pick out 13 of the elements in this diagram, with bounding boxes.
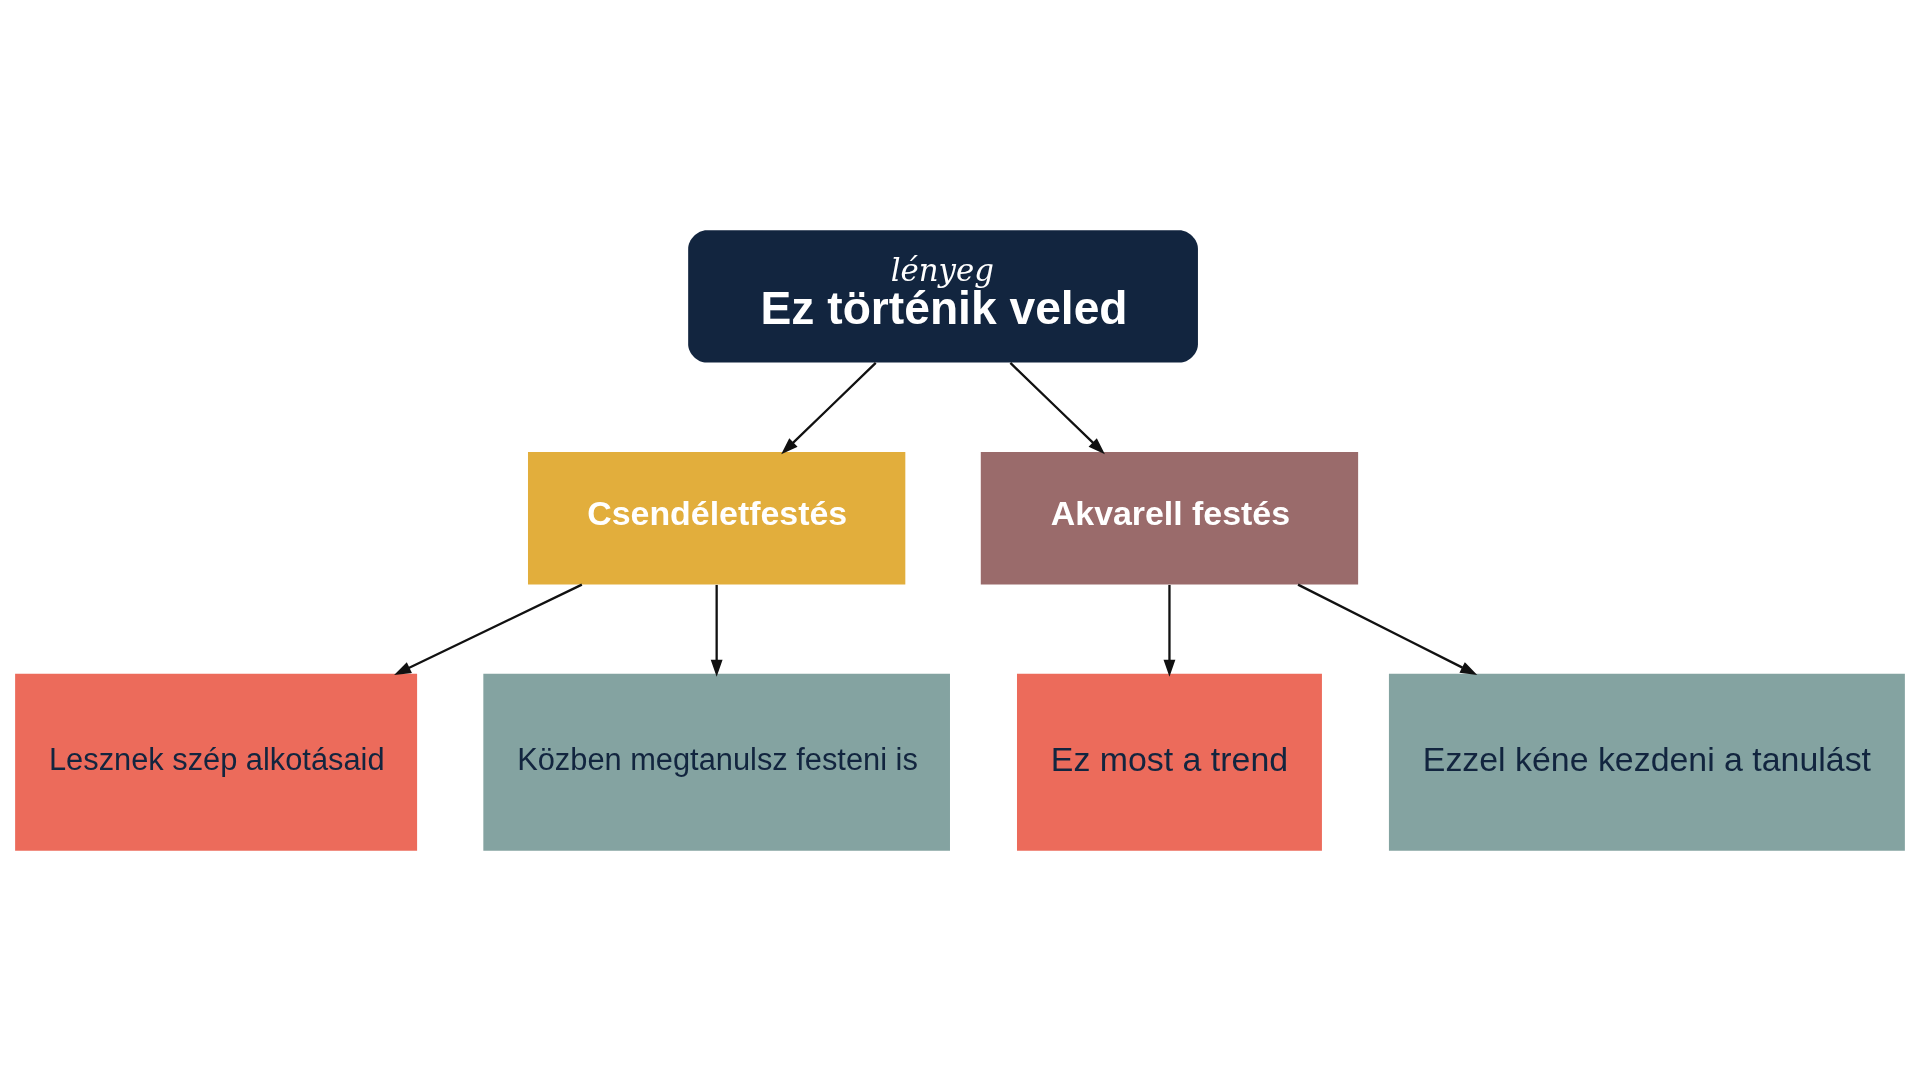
node-box: Ez most a trend (1017, 673, 1322, 851)
arrow (1163, 584, 1176, 677)
node-box: Lesznek szép alkotásaid (15, 673, 418, 851)
node-box: Ezzel kéne kezdeni a tanulást (1388, 673, 1905, 851)
node-box: lényeg Ez történik veled (688, 229, 1198, 363)
arrow (781, 361, 877, 454)
node-box: Közben megtanulsz festeni is (483, 673, 950, 851)
node-box: Csendéletfestés (528, 451, 906, 584)
arrow (1297, 583, 1478, 675)
arrow (394, 583, 583, 675)
arrow (1009, 361, 1105, 454)
arrow (710, 584, 723, 677)
node-box: Akvarell festés (980, 451, 1359, 584)
